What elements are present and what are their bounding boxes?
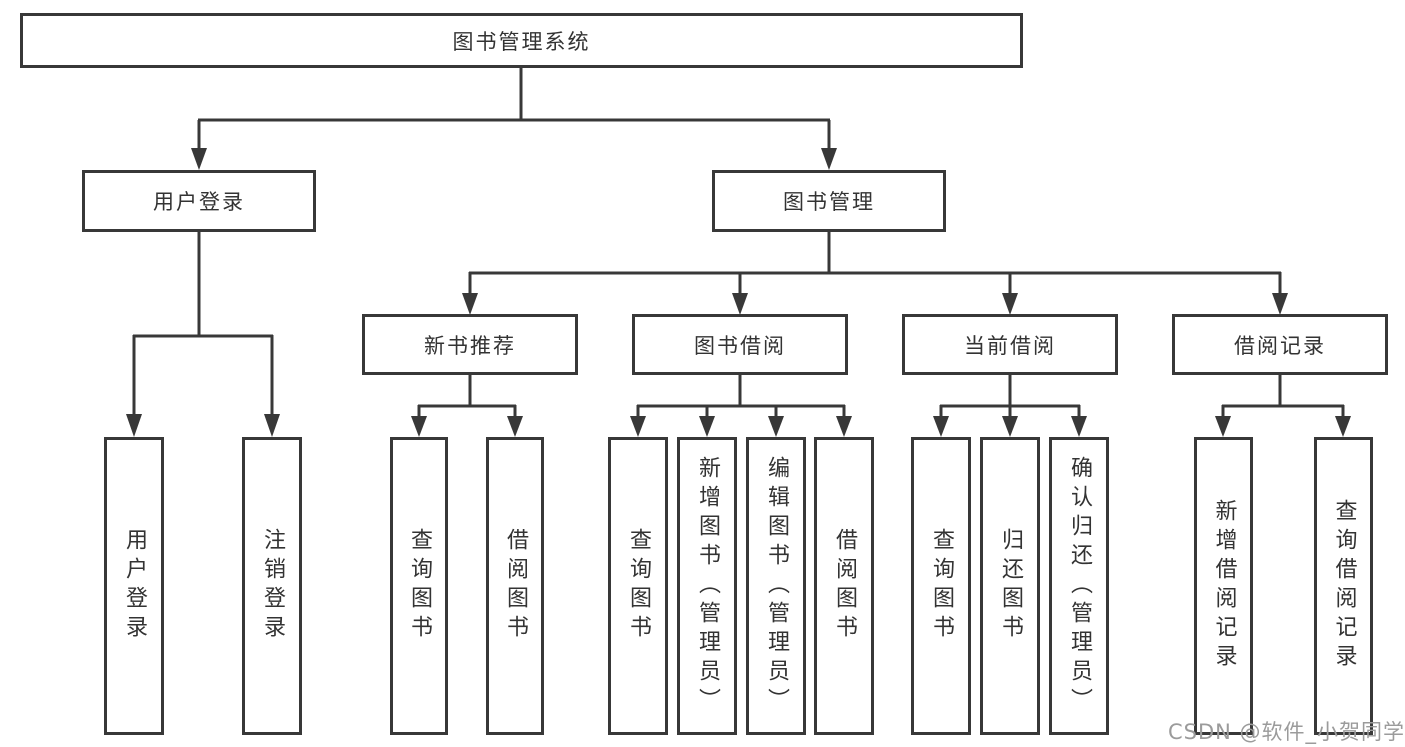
node-root: 图书管理系统 [20,13,1023,68]
leaf-bb-borrow-books: 借阅图书 [814,437,874,735]
arrowheads-borrowing-records-children [1215,416,1351,437]
node-book-management-label: 图书管理 [783,190,875,214]
leaf-user-login: 用户登录 [104,437,164,735]
node-user-login: 用户登录 [82,170,316,232]
leaf-bb-add-books-admin: 新增图书（管理员） [677,437,737,735]
node-borrowing-records: 借阅记录 [1172,314,1388,375]
leaf-bb-edit-books-admin-label: 编辑图书（管理员） [764,455,789,717]
leaf-br-query-borrow-record-label: 查询借阅记录 [1331,499,1357,673]
node-book-management: 图书管理 [712,170,946,232]
node-book-borrowing-label: 图书借阅 [694,333,786,358]
leaf-nbr-borrow-books-label: 借阅图书 [503,528,528,644]
node-user-login-label: 用户登录 [153,190,245,214]
connector-book-borrowing-children [636,375,846,418]
leaf-nbr-query-books-label: 查询图书 [407,528,432,644]
leaf-cb-return-books: 归还图书 [980,437,1040,735]
arrowheads-level2 [191,148,837,170]
leaf-bb-edit-books-admin: 编辑图书（管理员） [746,437,806,735]
connector-new-book-children [417,375,517,418]
connector-borrowing-records-children [1221,375,1345,418]
leaf-cb-query-books-label: 查询图书 [929,528,954,644]
leaf-logout-label: 注销登录 [260,528,285,644]
node-new-book-recommendation-label: 新书推荐 [424,333,516,358]
leaf-cb-query-books: 查询图书 [911,437,971,735]
connector-root-to-level2 [197,68,831,150]
node-current-borrowing-label: 当前借阅 [964,333,1056,358]
leaf-user-login-label: 用户登录 [122,528,147,644]
arrowheads-book-borrowing-children [630,416,852,437]
node-borrowing-records-label: 借阅记录 [1234,333,1326,358]
leaf-nbr-borrow-books: 借阅图书 [486,437,544,735]
leaf-br-add-borrow-record: 新增借阅记录 [1194,437,1253,735]
leaf-bb-query-books: 查询图书 [608,437,668,735]
csdn-watermark: CSDN @软件_小贺同学 [1168,720,1405,744]
connector-current-borrowing-children [939,375,1081,418]
leaf-bb-add-books-admin-label: 新增图书（管理员） [695,455,720,717]
leaf-logout: 注销登录 [242,437,302,735]
connector-book-management-children [468,232,1282,295]
node-root-label: 图书管理系统 [452,29,591,54]
leaf-cb-confirm-return-admin: 确认归还（管理员） [1049,437,1109,735]
connector-user-login-children [132,232,274,416]
leaf-br-add-borrow-record-label: 新增借阅记录 [1211,499,1237,673]
node-new-book-recommendation: 新书推荐 [362,314,578,375]
leaf-bb-query-books-label: 查询图书 [626,528,651,644]
node-book-borrowing: 图书借阅 [632,314,848,375]
arrowheads-new-book-children [411,416,523,437]
leaf-cb-return-books-label: 归还图书 [998,528,1023,644]
leaf-bb-borrow-books-label: 借阅图书 [832,528,857,644]
arrowheads-current-borrowing-children [933,416,1087,437]
leaf-br-query-borrow-record: 查询借阅记录 [1314,437,1373,735]
leaf-cb-confirm-return-admin-label: 确认归还（管理员） [1067,455,1092,717]
arrowheads-level3 [462,293,1288,315]
node-current-borrowing: 当前借阅 [902,314,1118,375]
leaf-nbr-query-books: 查询图书 [390,437,448,735]
arrowheads-user-login-children [126,414,280,437]
